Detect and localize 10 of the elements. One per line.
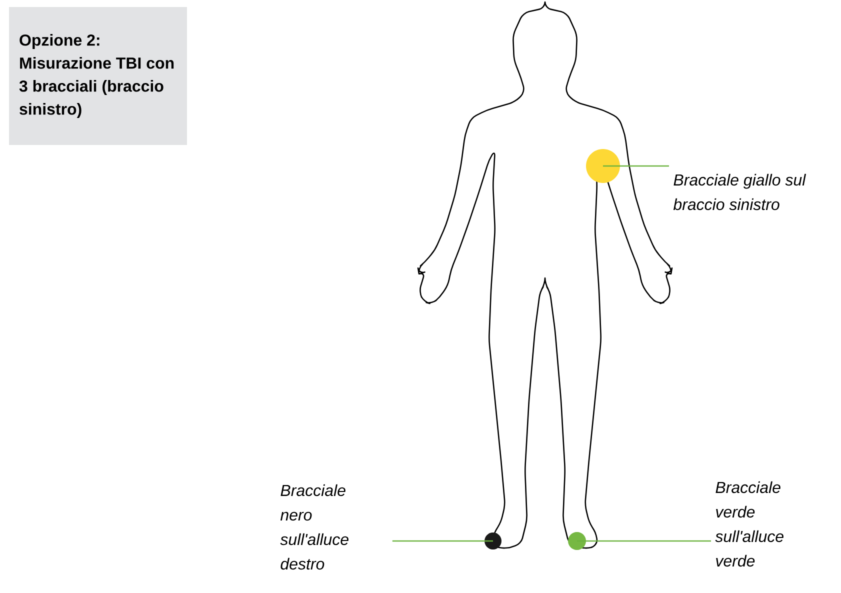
leader-line bbox=[392, 540, 493, 542]
title-box: Opzione 2: Misurazione TBI con 3 bracciali (braccio sinistro) bbox=[9, 6, 187, 145]
cuff-dot bbox=[586, 148, 620, 183]
cuff-dot bbox=[484, 532, 502, 550]
callout-text: Bracciale nero sull'alluce destro bbox=[280, 484, 348, 570]
callout-text: Bracciale giallo sul braccio sinistro bbox=[673, 174, 806, 210]
callout-text: Bracciale verde sull'alluce verde bbox=[715, 481, 784, 567]
cuff-dot bbox=[568, 532, 586, 550]
leader-line bbox=[603, 165, 669, 167]
leader-line bbox=[577, 540, 711, 542]
